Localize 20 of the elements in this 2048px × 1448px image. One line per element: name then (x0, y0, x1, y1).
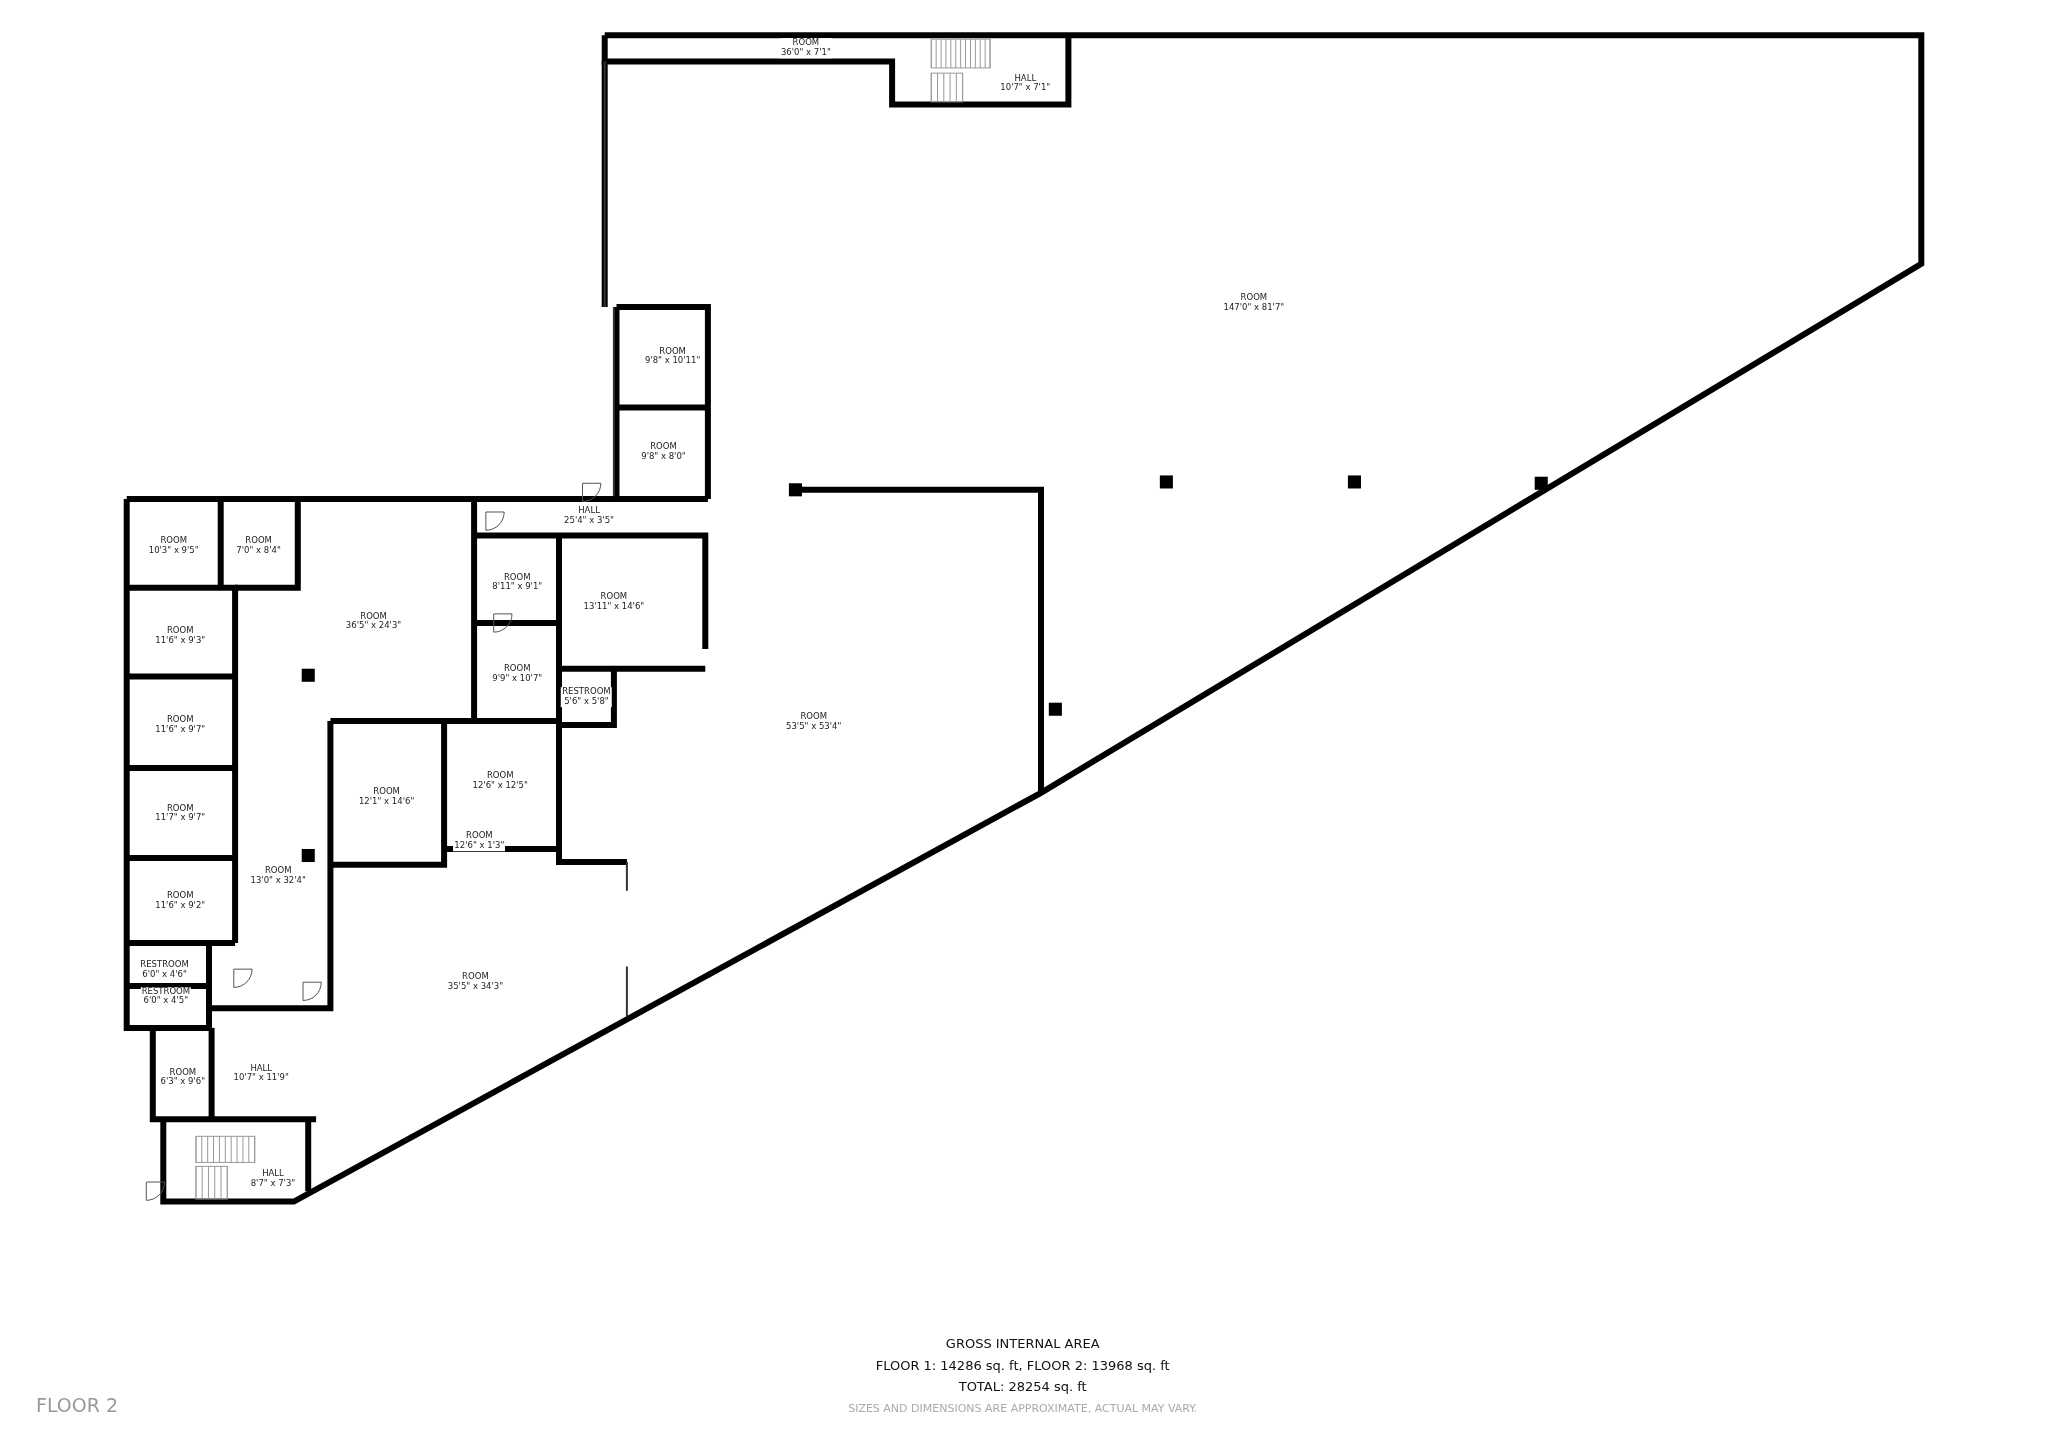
room-label: ROOM 11'6" x 9'3" (154, 626, 207, 646)
room-label: ROOM 147'0" x 81'7" (1222, 293, 1286, 313)
room-label: ROOM 11'6" x 9'2" (154, 891, 207, 911)
room-label: ROOM 7'0" x 8'4" (235, 536, 282, 556)
room-label: HALL 25'4" x 3'5" (563, 506, 616, 526)
room-label: ROOM 13'11" x 14'6" (582, 592, 646, 612)
room-label: RESTROOM 5'6" x 5'8" (561, 687, 612, 708)
room-label: ROOM 11'6" x 9'7" (154, 715, 207, 735)
floor-label: FLOOR 2 (36, 1394, 119, 1417)
room-label: ROOM 9'8" x 8'0" (640, 442, 687, 462)
room-label: ROOM 9'9" x 10'7" (491, 664, 544, 684)
room-label: ROOM 35'5" x 34'3" (446, 972, 505, 992)
room-label: ROOM 12'6" x 1'3" (453, 831, 506, 851)
area-heading: GROSS INTERNAL AREA (945, 1335, 1100, 1351)
area-text: FLOOR 1: 14286 sq. ft, FLOOR 2: 13968 sq. ft (875, 1357, 1170, 1373)
room-label: ROOM 12'1" x 14'6" (357, 786, 416, 807)
disclaimer-note: SIZES AND DIMENSIONS ARE APPROXIMATE, ACTUAL MAY VARY. (848, 1401, 1198, 1415)
room-label: ROOM 10'3" x 9'5" (147, 536, 200, 556)
area-text: TOTAL: 28254 sq. ft (958, 1378, 1087, 1394)
room-label: ROOM 12'6" x 12'5" (471, 771, 529, 791)
